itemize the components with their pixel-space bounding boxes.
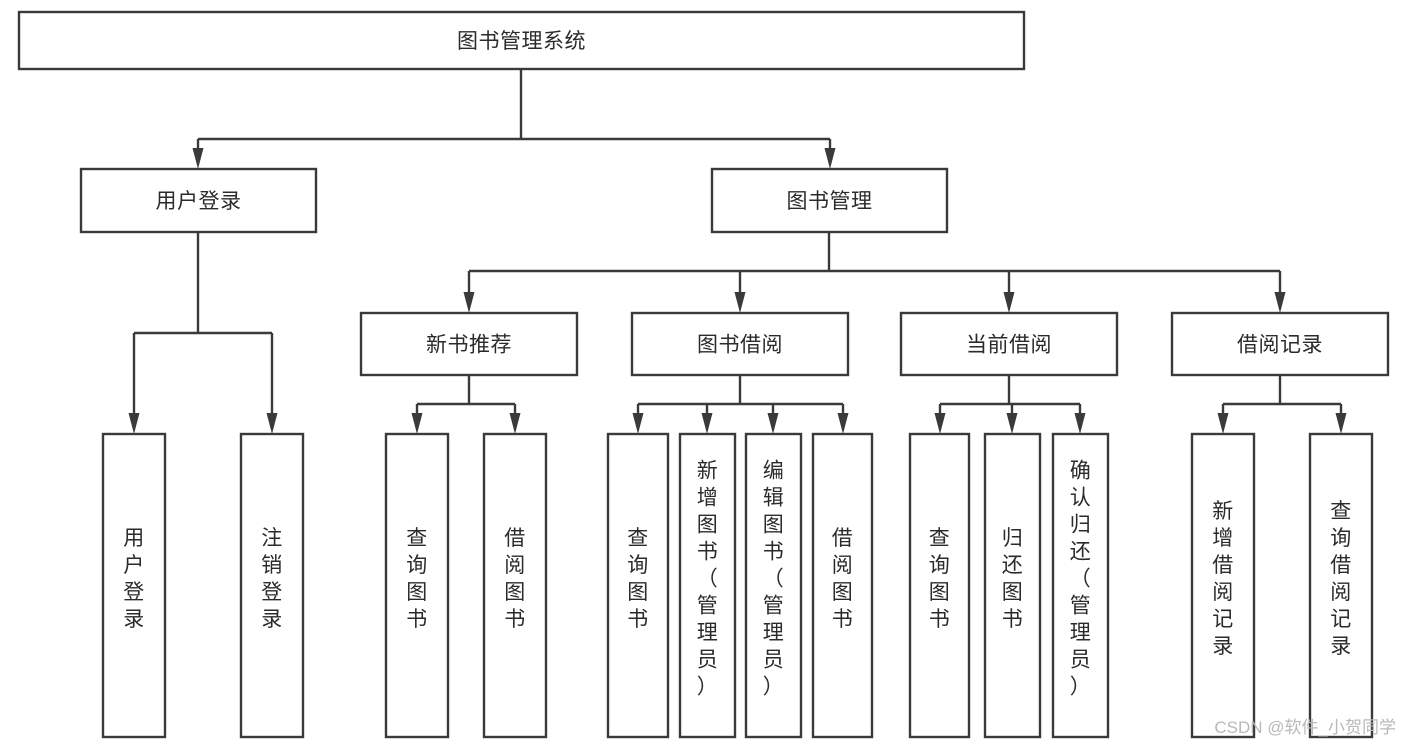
node-leaf-0[interactable]: 用户登录	[101, 432, 167, 739]
node-leaf-12[interactable]: 查询借阅记录	[1308, 432, 1374, 739]
node-label: 图书借阅	[697, 334, 783, 357]
node-leaf-2[interactable]: 查询图书	[384, 432, 450, 739]
login-to-leaf-0-arrowhead	[128, 413, 140, 434]
node-label: 借阅图书	[504, 527, 526, 631]
group-2-to-leaf-2-arrowhead	[1074, 413, 1086, 434]
node-box[interactable]	[908, 432, 971, 739]
node-box[interactable]	[482, 432, 548, 739]
node-leaf-11[interactable]: 新增借阅记录	[1190, 432, 1256, 739]
manage-to-level3-2-arrowhead	[1003, 292, 1015, 313]
node-label: 当前借阅	[966, 334, 1052, 357]
node-box[interactable]	[630, 311, 850, 377]
node-level3-2[interactable]: 当前借阅	[899, 311, 1119, 377]
node-box[interactable]	[983, 432, 1042, 739]
node-label: 新书推荐	[426, 334, 512, 357]
node-label: 查询图书	[406, 527, 428, 631]
root-to-level2-1-arrowhead	[824, 148, 836, 169]
group-1-to-leaf-3-arrowhead	[837, 413, 849, 434]
node-box[interactable]	[678, 432, 737, 739]
group-1-to-leaf-0-arrowhead	[632, 413, 644, 434]
node-label: 编辑图书（管理员）	[763, 460, 785, 699]
node-box[interactable]	[17, 10, 1026, 71]
node-leaf-1[interactable]: 注销登录	[239, 432, 305, 739]
node-box[interactable]	[811, 432, 874, 739]
node-box[interactable]	[384, 432, 450, 739]
node-box[interactable]	[899, 311, 1119, 377]
manage-to-level3-3-arrowhead	[1274, 292, 1286, 313]
login-to-leaf-1-arrowhead	[266, 413, 278, 434]
group-3-to-leaf-0-arrowhead	[1217, 413, 1229, 434]
node-leaf-6[interactable]: 编辑图书（管理员）	[744, 432, 803, 739]
node-leaf-4[interactable]: 查询图书	[606, 432, 670, 739]
node-label: 新增借阅记录	[1212, 500, 1234, 658]
group-0-to-leaf-0-arrowhead	[411, 413, 423, 434]
group-1-to-leaf-2-arrowhead	[767, 413, 779, 434]
node-level3-1[interactable]: 图书借阅	[630, 311, 850, 377]
node-label: 图书管理	[787, 190, 873, 213]
group-1-to-leaf-1-arrowhead	[701, 413, 713, 434]
watermark-label: CSDN @软件_小贺同学	[1214, 718, 1396, 737]
node-level2-0[interactable]: 用户登录	[79, 167, 318, 234]
watermark-layer: CSDN @软件_小贺同学	[1214, 718, 1396, 737]
node-label: 新增图书（管理员）	[697, 460, 719, 699]
node-leaf-8[interactable]: 查询图书	[908, 432, 971, 739]
node-label: 用户登录	[156, 190, 242, 213]
node-leaf-5[interactable]: 新增图书（管理员）	[678, 432, 737, 739]
node-leaf-3[interactable]: 借阅图书	[482, 432, 548, 739]
group-0-to-leaf-1-arrowhead	[509, 413, 521, 434]
connector-layer	[128, 69, 1347, 434]
node-box[interactable]	[79, 167, 318, 234]
node-box[interactable]	[1051, 432, 1110, 739]
group-2-to-leaf-0-arrowhead	[934, 413, 946, 434]
node-box[interactable]	[744, 432, 803, 739]
node-box[interactable]	[710, 167, 949, 234]
node-root-0[interactable]: 图书管理系统	[17, 10, 1026, 71]
node-label: 注销登录	[261, 527, 283, 631]
node-level3-0[interactable]: 新书推荐	[359, 311, 579, 377]
node-box[interactable]	[1308, 432, 1374, 739]
node-label: 确认归还（管理员）	[1070, 460, 1092, 699]
manage-to-level3-0-arrowhead	[463, 292, 475, 313]
node-label: 用户登录	[123, 527, 145, 631]
node-layer: 图书管理系统用户登录图书管理新书推荐图书借阅当前借阅借阅记录用户登录注销登录查询…	[17, 10, 1390, 739]
node-box[interactable]	[239, 432, 305, 739]
node-label: 归还图书	[1002, 527, 1024, 631]
group-2-to-leaf-1-arrowhead	[1006, 413, 1018, 434]
node-leaf-7[interactable]: 借阅图书	[811, 432, 874, 739]
node-label: 查询图书	[929, 527, 951, 631]
node-box[interactable]	[606, 432, 670, 739]
node-label: 借阅图书	[832, 527, 854, 631]
node-label: 借阅记录	[1237, 334, 1323, 357]
node-box[interactable]	[359, 311, 579, 377]
node-label: 查询图书	[627, 527, 649, 631]
node-level2-1[interactable]: 图书管理	[710, 167, 949, 234]
node-level3-3[interactable]: 借阅记录	[1170, 311, 1390, 377]
node-label: 查询借阅记录	[1330, 500, 1352, 658]
node-leaf-10[interactable]: 确认归还（管理员）	[1051, 432, 1110, 739]
node-box[interactable]	[101, 432, 167, 739]
node-box[interactable]	[1170, 311, 1390, 377]
node-label: 图书管理系统	[457, 30, 586, 53]
manage-to-level3-1-arrowhead	[734, 292, 746, 313]
node-box[interactable]	[1190, 432, 1256, 739]
root-to-level2-0-arrowhead	[192, 148, 204, 169]
group-3-to-leaf-1-arrowhead	[1335, 413, 1347, 434]
node-leaf-9[interactable]: 归还图书	[983, 432, 1042, 739]
